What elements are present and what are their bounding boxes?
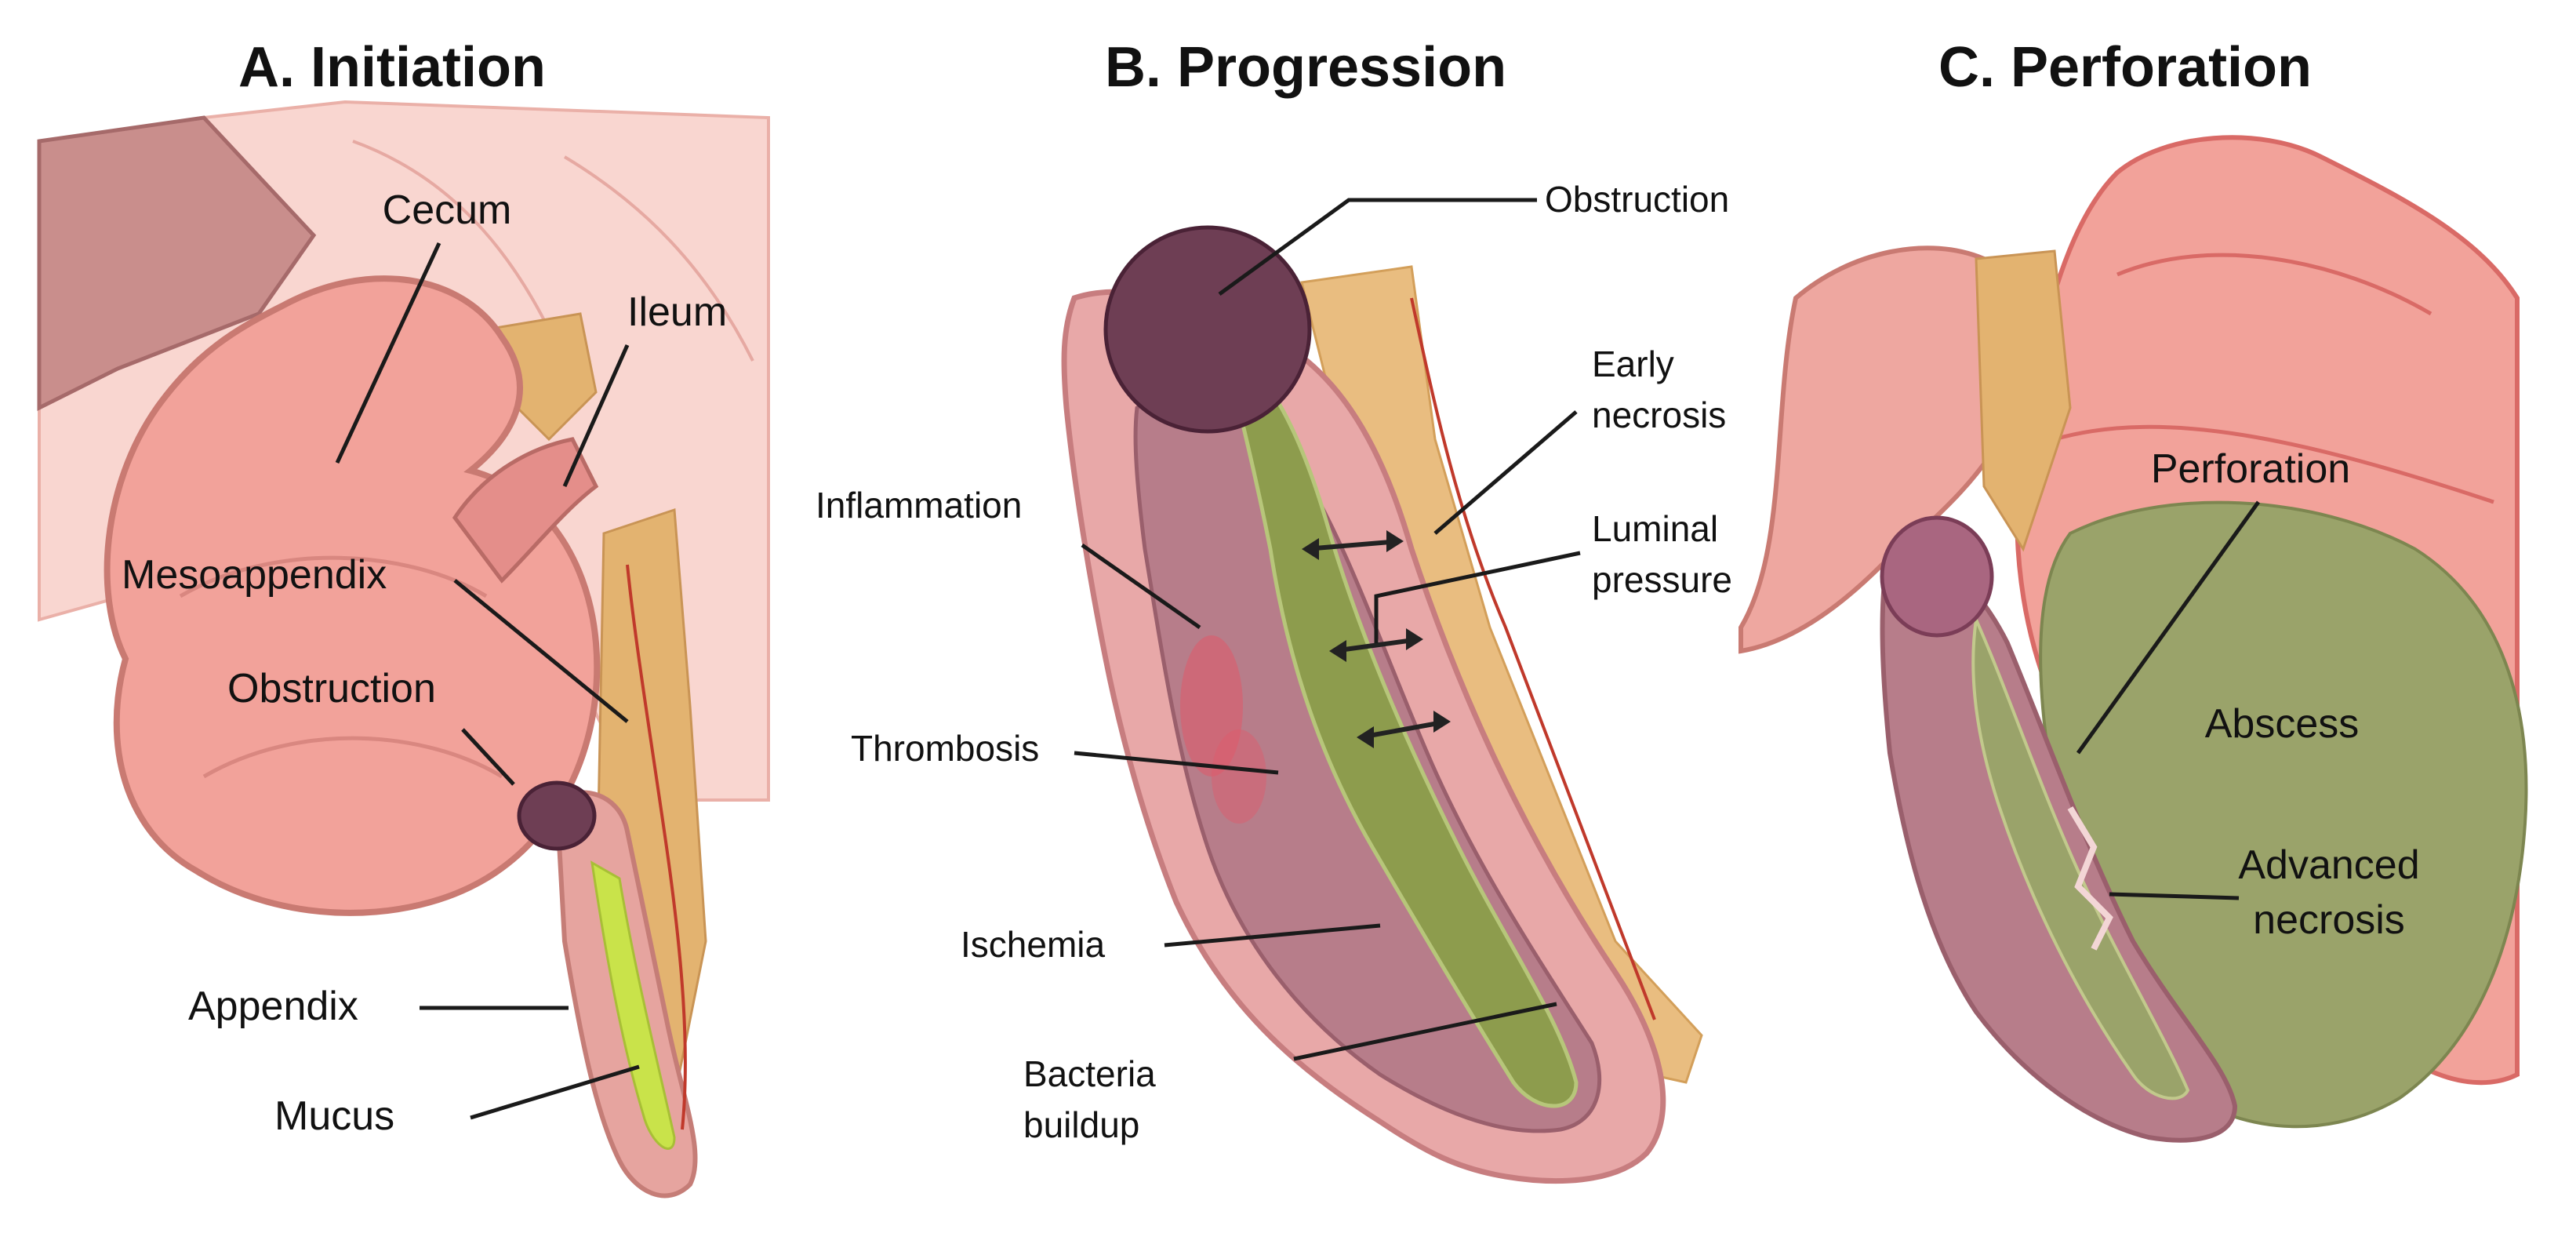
obstruction-c: [1880, 515, 1994, 638]
label-mesoappendix: Mesoappendix: [122, 552, 387, 598]
appendix-lumen-c: [1971, 613, 2190, 1100]
panel-a-title: A. Initiation: [238, 36, 546, 99]
leader-perforation: [2076, 500, 2261, 755]
leader-obstruction-a: [461, 728, 515, 786]
appendix-lumen: [1220, 341, 1579, 1108]
label-early-necrosis-2: necrosis: [1592, 395, 1726, 435]
label-advanced-necrosis-2: necrosis: [2253, 897, 2405, 943]
panel-b-title: B. Progression: [1105, 36, 1506, 99]
panel-perforation: C. Perforation Perforation Abscess Advan…: [1739, 36, 2528, 1143]
leader-obstruction-b: [1218, 198, 1537, 296]
cecum-fold: [179, 555, 503, 779]
panel-initiation: A. Initiation Cecum Ileum Mesoappendix O…: [37, 36, 770, 1199]
leader-inflammation: [1081, 543, 1201, 630]
label-inflammation: Inflammation: [816, 485, 1022, 526]
label-perforation: Perforation: [2151, 446, 2350, 492]
label-bacteria-1: Bacteria: [1023, 1053, 1156, 1094]
leader-bacteria: [1293, 1002, 1557, 1061]
panel-progression: B. Progression Obstruction Early necrosi…: [816, 36, 1732, 1184]
pressure-arrow-3: [1360, 719, 1448, 740]
leader-ischemia: [1164, 923, 1381, 948]
leader-mesoappendix: [453, 579, 629, 723]
leader-early-necrosis: [1433, 410, 1578, 535]
obstruction-fecalith: [517, 780, 597, 851]
colon-fold: [37, 115, 317, 412]
label-cecum: Cecum: [383, 187, 512, 233]
label-advanced-necrosis-1: Advanced: [2238, 842, 2419, 888]
label-early-necrosis-1: Early: [1592, 344, 1674, 384]
label-appendix: Appendix: [188, 984, 358, 1029]
leader-cecum: [335, 242, 441, 464]
ileum: [452, 437, 599, 584]
inflammation-spot: [1180, 635, 1243, 777]
leader-advanced-necrosis: [2109, 892, 2240, 900]
label-mucus: Mucus: [274, 1093, 394, 1139]
label-abscess: Abscess: [2205, 701, 2360, 747]
label-obstruction-a: Obstruction: [227, 666, 436, 711]
thrombosis-spot: [1212, 729, 1266, 824]
label-bacteria-2: buildup: [1023, 1104, 1139, 1145]
leader-mucus: [470, 1064, 640, 1120]
pressure-arrow-2: [1332, 637, 1420, 653]
panel-c-title: C. Perforation: [1938, 36, 2312, 99]
bowel-fold: [2054, 253, 2494, 504]
cecum-c: [1739, 246, 2031, 654]
label-ileum: Ileum: [627, 289, 727, 335]
label-ischemia: Ischemia: [961, 924, 1105, 965]
pressure-arrow-1: [1305, 539, 1401, 551]
pressure-arrows: [1305, 539, 1448, 740]
necrotic-tear: [2067, 806, 2113, 951]
mesentery-vessel: [1410, 297, 1656, 1020]
label-luminal-pressure-1: Luminal: [1592, 508, 1718, 549]
leader-thrombosis: [1074, 751, 1279, 775]
label-thrombosis: Thrombosis: [851, 728, 1039, 769]
leader-ileum: [562, 344, 630, 488]
leader-luminal-pressure: [1374, 551, 1581, 643]
fat-c: [1975, 249, 2072, 552]
cecum: [104, 275, 601, 916]
label-luminal-pressure-2: pressure: [1592, 559, 1732, 600]
label-obstruction-b: Obstruction: [1545, 179, 1729, 220]
appendix-mucus: [590, 860, 676, 1150]
pressure-arrowheads: [1302, 530, 1451, 748]
appendix-vessel: [626, 564, 687, 1130]
haustra-line: [352, 140, 754, 362]
obstruction-mass: [1103, 225, 1312, 434]
